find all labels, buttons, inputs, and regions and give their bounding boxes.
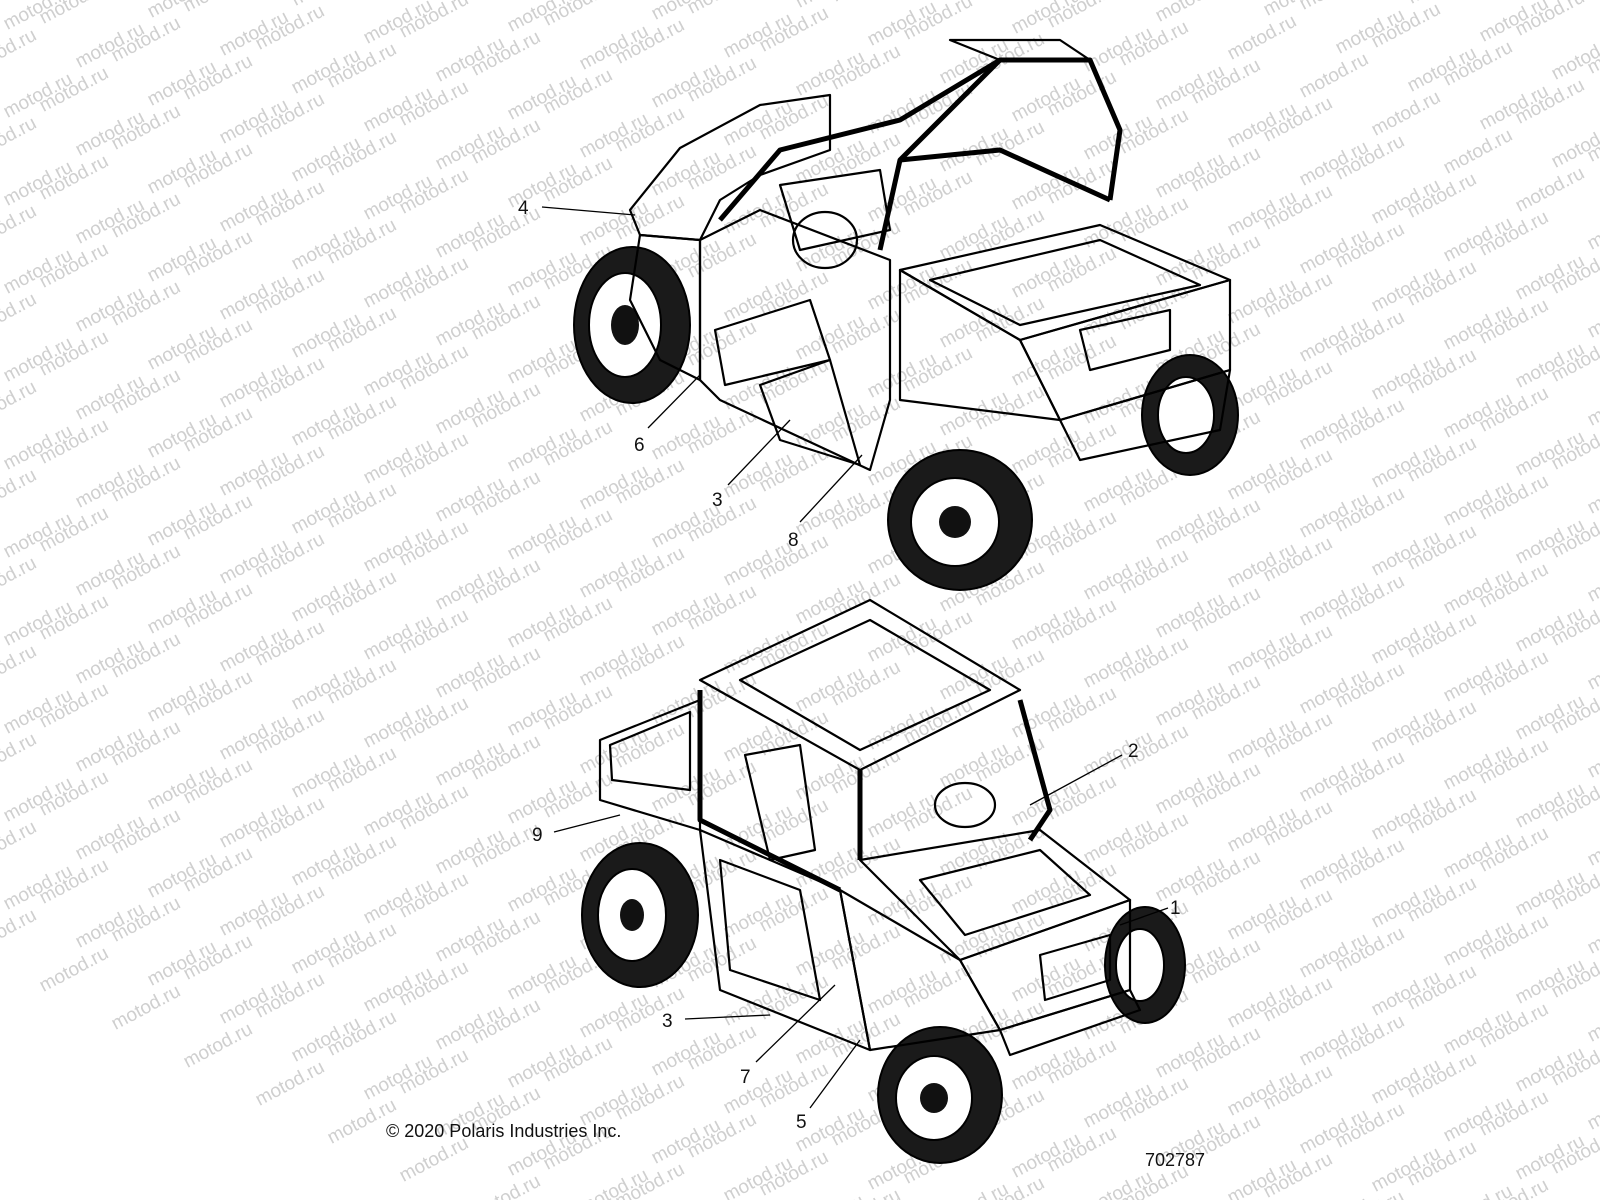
wheel-front-left [573, 246, 691, 404]
wheel-rear-right [1141, 354, 1239, 476]
callout-2: 2 [1128, 741, 1139, 762]
leader-lines [541, 206, 1169, 1109]
callout-7: 7 [740, 1067, 751, 1088]
wheel-front-right [1104, 906, 1186, 1024]
callout-3-rear: 3 [712, 490, 723, 511]
wheel-rear-left-front-view [581, 842, 699, 988]
vehicle-front-view [581, 598, 1186, 1164]
diagram-number: 702787 [1145, 1150, 1206, 1170]
wheel-front-left-front-view [877, 1026, 1003, 1164]
callout-6: 6 [634, 435, 645, 456]
callout-4: 4 [518, 198, 529, 219]
callout-5: 5 [796, 1112, 807, 1133]
vehicle-rear-view [573, 38, 1239, 591]
callout-9: 9 [532, 825, 543, 846]
callout-8: 8 [788, 530, 799, 551]
callout-3-front: 3 [662, 1011, 673, 1032]
wheel-rear-left [887, 449, 1033, 591]
callouts: 4 6 3 8 2 9 1 3 7 5 [518, 198, 1181, 1133]
callout-1: 1 [1170, 898, 1181, 919]
copyright-notice: © 2020 Polaris Industries Inc. [386, 1121, 622, 1141]
